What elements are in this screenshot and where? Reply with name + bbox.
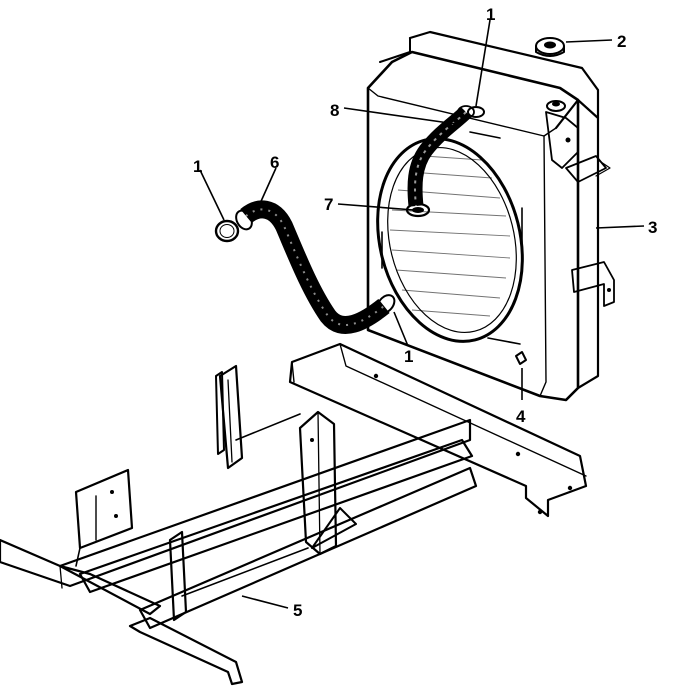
callout-1-lower: 1 xyxy=(404,347,413,366)
callout-labels: 1 2 8 1 6 7 3 1 4 5 xyxy=(193,5,657,620)
callout-7: 7 xyxy=(324,195,333,214)
upper-hose xyxy=(405,105,475,218)
callout-1-top: 1 xyxy=(486,5,495,24)
callout-8: 8 xyxy=(330,101,339,120)
callout-6: 6 xyxy=(270,153,279,172)
drain-cock xyxy=(515,351,527,365)
callout-1-left: 1 xyxy=(193,157,202,176)
lower-hose xyxy=(235,200,396,334)
radiator-cap xyxy=(535,37,565,57)
leader-lines xyxy=(199,19,645,609)
callout-5: 5 xyxy=(293,601,302,620)
radiator-assembly xyxy=(366,30,615,402)
mounting-frame xyxy=(0,342,588,686)
callout-3: 3 xyxy=(648,218,657,237)
callout-2: 2 xyxy=(617,32,626,51)
hose-clamp-loose xyxy=(214,219,240,243)
callout-4: 4 xyxy=(516,407,526,426)
